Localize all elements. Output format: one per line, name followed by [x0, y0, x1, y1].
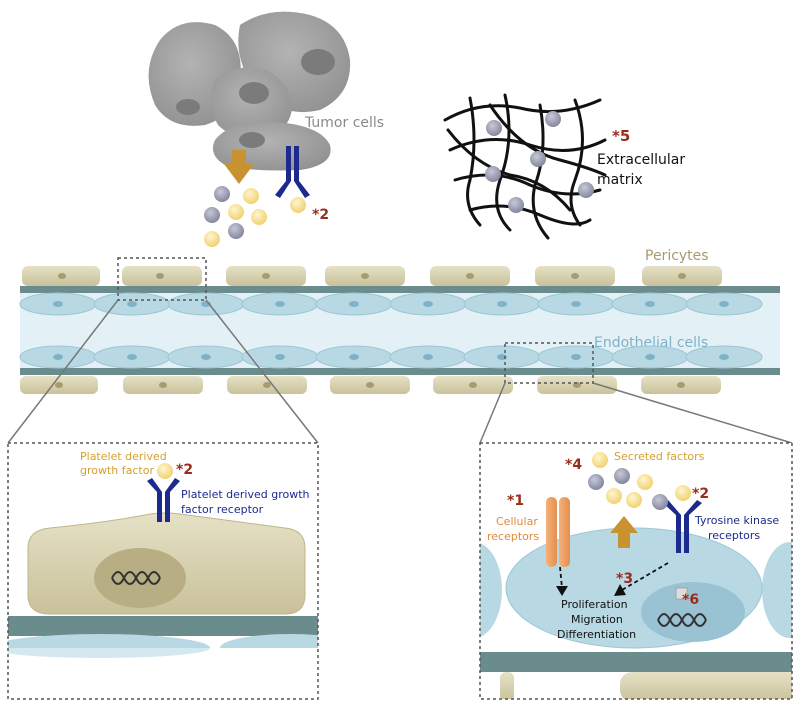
secreted-factors-cluster	[588, 452, 668, 510]
matrix-bound-factors	[485, 111, 594, 213]
signal-arrow-icon	[614, 584, 626, 596]
cellular-receptors-icon	[546, 497, 570, 567]
tumor-cells-label: Tumor cells	[304, 115, 384, 131]
secretion-arrow-icon	[224, 150, 254, 184]
marker-pdgf: *2	[176, 462, 193, 478]
tyrosine-kinase-label-line1: Tyrosine kinase	[694, 514, 779, 527]
pericyte-nucleus	[94, 548, 186, 608]
pdgf-ligand	[157, 463, 173, 479]
endothelial-detail-inset	[479, 442, 793, 700]
outcome-proliferation: Proliferation	[561, 598, 628, 611]
pericytes-bottom-row	[20, 376, 721, 394]
gene-target-icon	[675, 587, 688, 600]
marker-ecm: *5	[612, 127, 630, 145]
marker-cellular-receptors: *1	[507, 493, 524, 509]
pdgf-receptor-icon	[147, 478, 180, 522]
zoom-source-pericyte	[117, 257, 207, 301]
tyrosine-kinase-label-line2: receptors	[708, 529, 760, 542]
pdgf-label-line1: Platelet derived	[80, 450, 167, 463]
outcome-differentiation: Differentiation	[557, 628, 636, 641]
released-factors	[204, 186, 267, 247]
ecm-label-line2: matrix	[597, 172, 643, 188]
outcome-migration: Migration	[571, 613, 623, 626]
endothelial-cells-label: Endothelial cells	[594, 335, 708, 351]
secretion-up-arrow-icon	[610, 516, 638, 548]
zoom-source-endothelial	[504, 342, 594, 384]
pericyte-detail-inset	[7, 442, 319, 700]
tumor-cells-cluster	[148, 11, 351, 171]
pericytes-top-row	[22, 266, 722, 286]
growth-factor	[290, 197, 306, 213]
tumor-receptor-icon	[275, 146, 310, 198]
secreted-factors-label: Secreted factors	[614, 450, 705, 463]
pericytes-label: Pericytes	[645, 248, 709, 264]
extracellular-matrix-mesh	[443, 93, 607, 240]
cellular-receptors-label-line1: Cellular	[496, 515, 538, 528]
ecm-label-line1: Extracellular	[597, 152, 685, 168]
marker-nucleus: *6	[682, 592, 699, 608]
pdgfr-label-line2: factor receptor	[181, 503, 264, 516]
pdgf-label-line2: growth factor	[80, 464, 154, 477]
pdgfr-label-line1: Platelet derived growth	[181, 488, 310, 501]
signal-arrow-icon	[556, 586, 568, 596]
marker-tyrosine-kinase: *2	[692, 486, 709, 502]
marker-tumor-receptor: *2	[312, 207, 329, 223]
cellular-receptors-label-line2: receptors	[487, 530, 539, 543]
endothelial-nucleus	[641, 582, 745, 642]
tk-ligand	[675, 485, 691, 501]
marker-signaling: *3	[616, 571, 633, 587]
marker-secreted-factors: *4	[565, 457, 582, 473]
